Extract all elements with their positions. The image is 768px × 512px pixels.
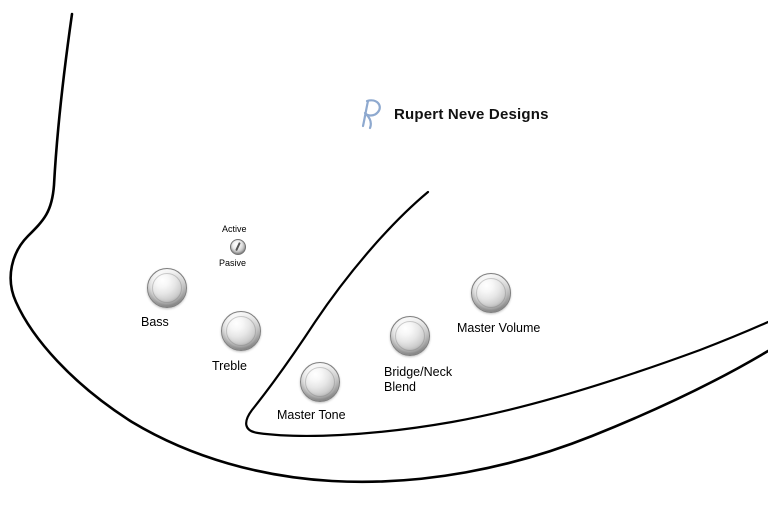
rupert-neve-logo-icon — [360, 98, 386, 130]
master-volume-knob-label: Master Volume — [457, 321, 541, 335]
bass-knob-label: Bass — [141, 315, 169, 329]
brand-name: Rupert Neve Designs — [394, 105, 549, 123]
body-edge-curve — [9, 12, 768, 484]
master-tone-knob-label: Master Tone — [277, 408, 346, 422]
treble-knob — [221, 311, 261, 351]
active-passive-switch — [230, 239, 246, 255]
master-volume-knob — [471, 273, 511, 313]
switch-label-active: Active — [222, 224, 247, 234]
bass-knob — [147, 268, 187, 308]
bridge-neck-blend-knob-label: Bridge/Neck Blend — [384, 365, 453, 394]
master-tone-knob — [300, 362, 340, 402]
switch-label-passive: Pasive — [219, 258, 247, 268]
brand: Rupert Neve Designs — [360, 98, 549, 130]
treble-knob-label: Treble — [212, 359, 247, 373]
bridge-neck-blend-knob — [390, 316, 430, 356]
